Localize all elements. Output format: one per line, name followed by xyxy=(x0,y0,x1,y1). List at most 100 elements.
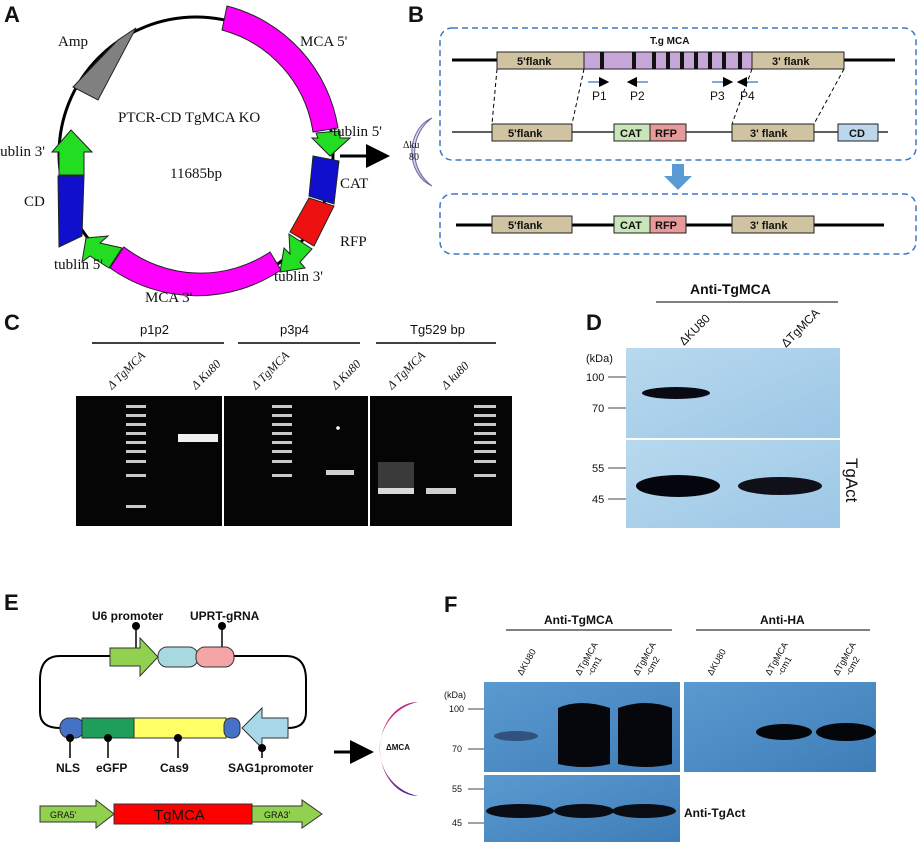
mca5-segment xyxy=(221,5,339,133)
f-band-mca-cm1 xyxy=(558,703,610,767)
panel-label-c: C xyxy=(4,310,20,335)
b-cross-3 xyxy=(731,68,753,125)
gel-3-band-1 xyxy=(378,488,414,494)
b-flank3-mid-label: 3' flank xyxy=(750,128,788,140)
d-marker-45: 45 xyxy=(592,494,604,506)
f-marker-100: 100 xyxy=(449,704,464,714)
tublin5-right-label: tublin 5' xyxy=(333,124,382,140)
tublin3-bottom-arrow xyxy=(279,233,313,273)
d-marker-70: 70 xyxy=(592,403,604,415)
tublin3-left-arrow xyxy=(50,129,94,176)
e-u6-arrow xyxy=(109,636,159,678)
d-lane-2: ΔTgMCA xyxy=(778,306,822,350)
f-band-ha-cm2 xyxy=(816,723,876,741)
cd-label: CD xyxy=(24,194,45,210)
e-gra5-label: GRA5' xyxy=(50,810,77,820)
e-scaffold-box xyxy=(157,646,199,668)
f-marker-70: 70 xyxy=(452,744,462,754)
b-rfp-mid xyxy=(649,123,687,142)
panel-e: E U6 promoter UPRT-gRNA NLS eGFP Cas9 SA… xyxy=(4,590,418,830)
f-loading-label: Anti-TgAct xyxy=(684,806,745,820)
mca3-segment xyxy=(109,246,282,297)
b-cat-bot-label: CAT xyxy=(620,220,642,232)
ku80-label-1: Δku xyxy=(403,140,419,151)
panel-b: B 5'flank T.g MCA 3' flank P1 P2 P3 P4 xyxy=(408,2,917,255)
plasmid-name: PTCR-CD TgMCA KO xyxy=(118,110,260,126)
f-title-right: Anti-HA xyxy=(760,613,805,627)
rfp-label: RFP xyxy=(340,234,367,250)
e-uprt-pin-dot xyxy=(218,622,226,630)
e-gra3-arrow xyxy=(251,799,323,829)
amp-segment xyxy=(72,27,137,101)
f-title-left: Anti-TgMCA xyxy=(544,613,614,627)
f-marker-45: 45 xyxy=(452,818,462,828)
b-cd-mid xyxy=(837,123,879,142)
b-flank5-mid-label: 5'flank xyxy=(508,128,543,140)
e-egfp-label: eGFP xyxy=(96,761,127,775)
tublin5-right-arrow xyxy=(310,130,352,157)
f-lane-right-1: ΔKU80 xyxy=(705,647,728,677)
amp-label: Amp xyxy=(58,34,88,50)
e-u6-label: U6 promoter xyxy=(92,609,164,623)
d-title: Anti-TgMCA xyxy=(690,281,771,297)
f-unit: (kDa) xyxy=(444,690,466,700)
mca3-label: MCA 3' xyxy=(145,290,193,306)
rfp-segment xyxy=(289,197,335,247)
ku80-crescent xyxy=(411,117,433,187)
primer-p3: P3 xyxy=(710,89,725,103)
panel-label-a: A xyxy=(4,2,20,27)
gel-1-band xyxy=(178,434,218,442)
e-egfp-pin-dot xyxy=(104,734,112,742)
d-marker-100: 100 xyxy=(586,372,604,384)
panel-a: A Amp MCA 5' tublin 5' CAT RFP tublin 3'… xyxy=(0,2,433,306)
panel-d: D Anti-TgMCA ΔKU80 ΔTgMCA (kDa) 100 70 5… xyxy=(586,281,861,528)
c-lane-2: Δ Ku80 xyxy=(188,357,224,393)
b-top-box xyxy=(439,27,917,161)
tublin3-bottom-label: tublin 3' xyxy=(274,269,323,285)
tublin5-left-arrow xyxy=(81,235,123,269)
e-sag1-label: SAG1promoter xyxy=(228,761,314,775)
c-group-p1p2: p1p2 xyxy=(140,322,169,337)
c-lane-6: Δ ku80 xyxy=(438,359,472,393)
d-unit: (kDa) xyxy=(586,353,613,365)
f-band-act-3 xyxy=(612,804,676,818)
e-cas9-pin-dot xyxy=(174,734,182,742)
gel-1-ladder xyxy=(126,405,146,508)
e-tgmca-label: TgMCA xyxy=(154,807,205,824)
c-lane-4: Δ Ku80 xyxy=(328,357,364,393)
e-dmca-label: ΔMCA xyxy=(386,743,410,752)
plasmid-size: 11685bp xyxy=(170,166,222,182)
f-band-ha-cm1 xyxy=(756,724,812,740)
mca5-label: MCA 5' xyxy=(300,34,348,50)
tublin3-left-label: tublin 3' xyxy=(0,144,45,160)
b-flank3-bot xyxy=(731,215,815,234)
gel-3-smear xyxy=(378,462,414,492)
b-mca-exons xyxy=(600,52,742,69)
f-band-mca-ku80 xyxy=(494,731,538,741)
c-lane-3: Δ TgMCA xyxy=(248,348,293,393)
c-group-tg529: Tg529 bp xyxy=(410,322,465,337)
c-lane-1: Δ TgMCA xyxy=(104,348,149,393)
f-band-act-1 xyxy=(486,804,554,818)
b-flank3-bot-label: 3' flank xyxy=(750,220,788,232)
e-nls2-box xyxy=(223,717,241,739)
gel-2-dot xyxy=(336,426,340,430)
cd-segment xyxy=(57,175,85,248)
b-rfp-bot xyxy=(649,215,687,234)
gel-3-ladder xyxy=(474,405,496,477)
e-gra5-arrow xyxy=(39,798,115,830)
cat-label: CAT xyxy=(340,176,368,192)
b-rfp-mid-label: RFP xyxy=(655,128,677,140)
d-band-act-2 xyxy=(738,477,822,495)
gel-2 xyxy=(224,396,368,526)
b-cross-1 xyxy=(491,68,498,125)
b-flank5-top-label: 5'flank xyxy=(517,56,552,68)
panel-label-d: D xyxy=(586,310,602,335)
panel-c: C p1p2 p3p4 Tg529 bp Δ TgMCA Δ Ku80 Δ Tg… xyxy=(4,310,512,526)
c-lane-5: Δ TgMCA xyxy=(384,348,429,393)
panel-f: F Anti-TgMCA Anti-HA ΔKU80 ΔTgMCA -cm1 Δ… xyxy=(444,592,876,842)
d-marker-55: 55 xyxy=(592,463,604,475)
f-band-act-2 xyxy=(554,804,614,818)
b-cat-mid-label: CAT xyxy=(620,128,642,140)
